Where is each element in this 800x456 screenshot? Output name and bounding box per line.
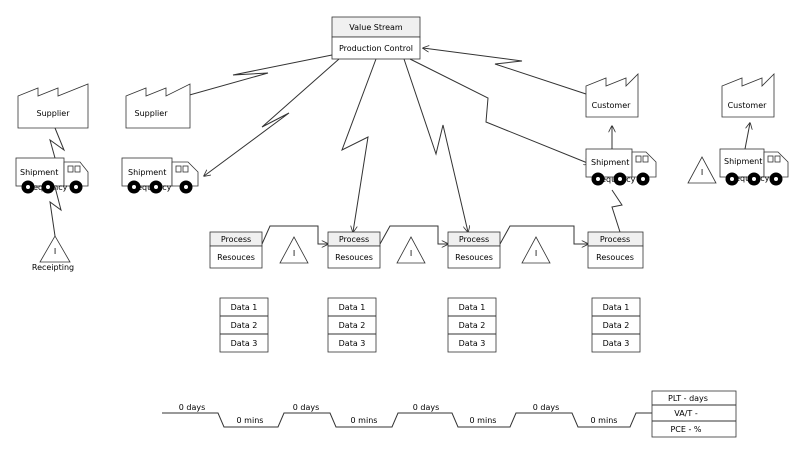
timeline-mins-1: 0 mins [237,416,264,425]
info-flow-customer[interactable] [423,48,587,95]
summary-vat: VA/T - [674,409,698,418]
inventory-2-glyph: I [410,249,412,258]
data-box-4[interactable]: Data 1 Data 2 Data 3 [591,297,641,353]
info-flow-process3[interactable] [403,58,468,232]
inventory-2[interactable]: I [396,236,426,264]
data-4-row-3: Data 3 [603,339,630,348]
inventory-1[interactable]: I [279,236,309,264]
arrow-shipment-to-customer2 [744,123,750,150]
supplier-2-label: Supplier [135,109,169,118]
data-3-row-1: Data 1 [459,303,486,312]
info-flow-supplier2-shipment[interactable] [204,58,340,176]
data-box-1[interactable]: Data 1 Data 2 Data 3 [219,297,269,353]
supplier-1-label: Supplier [37,109,71,118]
info-flow-supplier2[interactable] [161,54,333,103]
inventory-customer-side-glyph: I [701,168,703,177]
lead-time-summary[interactable]: PLT - days VA/T - PCE - % [651,390,737,438]
receipting-inventory[interactable]: I Receipting [32,235,74,272]
customer-2[interactable]: Customer [721,73,775,118]
data-box-3[interactable]: Data 1 Data 2 Data 3 [447,297,497,353]
data-4-row-2: Data 2 [603,321,630,330]
shipment-truck-3[interactable]: Shipment Frequency [585,148,657,186]
process-3-resources: Resouces [455,253,493,262]
shipment-truck-2-label: Shipment [128,168,166,177]
process-4-resources: Resouces [596,253,634,262]
data-1-row-3: Data 3 [231,339,258,348]
customer-1[interactable]: Customer [585,73,639,118]
timeline-days-1: 0 days [179,403,206,412]
timeline-mins-3: 0 mins [470,416,497,425]
process-4[interactable]: Process Resouces [587,231,644,269]
summary-pce: PCE - % [670,425,701,434]
process-1[interactable]: Process Resouces [209,231,263,269]
process-3-name: Process [459,235,489,244]
timeline-days-2: 0 days [293,403,320,412]
inventory-3-glyph: I [535,249,537,258]
data-2-row-2: Data 2 [339,321,366,330]
shipment-truck-1-label: Shipment [20,168,58,177]
process-2[interactable]: Process Resouces [327,231,381,269]
info-flow-process2[interactable] [341,58,377,232]
timeline-mins-2: 0 mins [351,416,378,425]
process-4-name: Process [600,235,630,244]
data-2-row-3: Data 3 [339,339,366,348]
process-2-resources: Resouces [335,253,373,262]
shipment-truck-2[interactable]: Shipment Frequency [121,157,199,194]
process-2-name: Process [339,235,369,244]
info-flow-receipting[interactable] [49,186,62,237]
data-1-row-2: Data 2 [231,321,258,330]
supplier-2[interactable]: Supplier [125,83,191,129]
customer-1-label: Customer [592,101,632,110]
timeline-mins-4: 0 mins [591,416,618,425]
inventory-1-glyph: I [293,249,295,258]
production-control-title: Value Stream [349,23,403,32]
shipment-truck-4[interactable]: Shipment Frequency [719,148,789,186]
data-3-row-3: Data 3 [459,339,486,348]
process-3[interactable]: Process Resouces [447,231,501,269]
supplier-1[interactable]: Supplier [17,83,89,129]
data-4-row-1: Data 1 [603,303,630,312]
process-1-resources: Resouces [217,253,255,262]
timeline: 0 days 0 mins 0 days 0 mins 0 days 0 min… [162,403,652,428]
summary-plt: PLT - days [668,394,708,403]
customer-2-label: Customer [728,101,768,110]
production-control-subtitle: Production Control [339,44,413,53]
shipment-truck-1[interactable]: Shipment Frequency [15,157,89,194]
data-2-row-1: Data 1 [339,303,366,312]
receipting-inventory-glyph: I [54,247,56,256]
shipment-truck-4-label: Shipment [724,157,762,166]
info-flow-shipment-customer[interactable] [611,189,623,233]
data-3-row-2: Data 2 [459,321,486,330]
data-1-row-1: Data 1 [231,303,258,312]
info-flow-customer-shipment[interactable] [409,58,590,164]
info-flow-supplier1[interactable] [49,127,66,159]
data-box-2[interactable]: Data 1 Data 2 Data 3 [327,297,377,353]
process-1-name: Process [221,235,251,244]
information-flows [49,48,750,237]
timeline-days-3: 0 days [413,403,440,412]
inventory-customer-side[interactable]: I [687,156,717,184]
shipment-truck-3-label: Shipment [591,158,629,167]
production-control-box[interactable]: Value Stream Production Control [331,16,421,60]
process-flows [261,225,588,244]
inventory-3[interactable]: I [521,236,551,264]
receipting-label: Receipting [32,263,74,272]
timeline-days-4: 0 days [533,403,560,412]
